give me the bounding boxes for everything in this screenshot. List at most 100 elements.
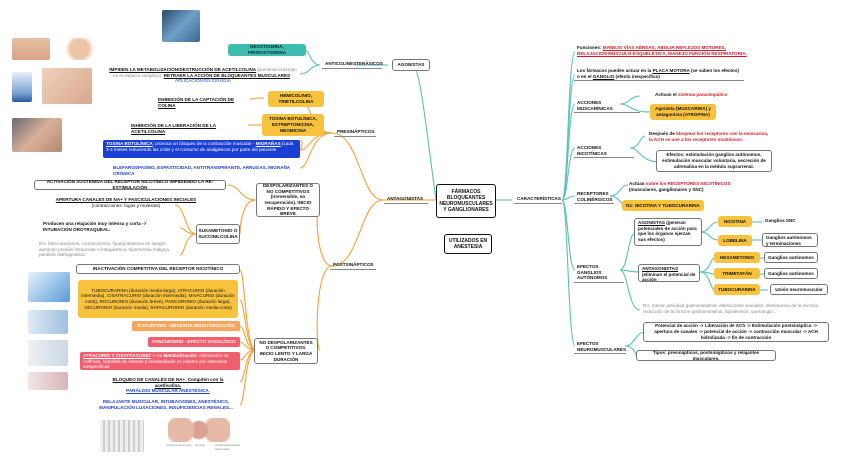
ganglios-snc-node[interactable]: Ganglios SNC xyxy=(765,218,796,223)
deodorant-photo xyxy=(12,72,32,102)
activan-text-a: Activan el xyxy=(655,92,678,97)
placa-node[interactable]: Los fármacos pueden actuar en la PLACA M… xyxy=(574,67,744,82)
figure-caption-2: Normal xyxy=(195,443,205,447)
paralisis-text: PARÁLISIS MUSCULAR ANESTÉSICA. xyxy=(126,388,210,394)
potencial-accion-node[interactable]: Potencial de acción -> Liberación de ACh… xyxy=(643,322,829,342)
antagonistas-ganglio-node[interactable]: ANTAGONISTAS (eliminan el potencial de a… xyxy=(638,264,700,282)
efectos-ganglios-node[interactable]: EFECTOS GANGLIOS AUTÓNOMOS xyxy=(574,263,624,284)
ra-despol-node[interactable]: RA: fasciculaciones, contracciones, hipe… xyxy=(39,241,171,258)
central-subtitle[interactable]: UTILIZADOS EN ANESTESIA xyxy=(444,234,492,254)
efectos-neuromusculares-node[interactable]: EFECTOS NEUROMUSCULARES xyxy=(574,340,626,355)
apertura-text-a: APERTURA CANALES DE NA+ Y FASCICULACIONE… xyxy=(55,197,197,202)
actuan-text-c: (musculares, ganglionares y SNC) xyxy=(629,186,704,192)
vial-photo-3 xyxy=(28,372,68,390)
migraine-photo xyxy=(12,118,62,152)
toxina-node[interactable]: TOXINA BOTULÍNICA, ESTREPTOMICINA, NEOMI… xyxy=(262,114,324,136)
tubocurarina-list-node[interactable]: TUBOCURARINA (duración media-larga), ATR… xyxy=(78,280,238,318)
atracurio-text-c: Metabolización: xyxy=(163,353,198,358)
liberacion-node[interactable]: INHIBICIÓN DE LA LIBERACIÓN DE LA ACETIL… xyxy=(131,123,217,134)
nicotinicas-node[interactable]: ACCIONES NICOTÍNICAS xyxy=(574,144,634,159)
ra-ganglios-node[interactable]: RA: menor actividad gastrointestinal, al… xyxy=(643,303,820,314)
toxina-detail-b: : provoca un bloqueo de la contracción m… xyxy=(152,141,256,146)
producen-node[interactable]: Producen una relajación muy intensa y co… xyxy=(43,221,147,232)
actuan-text-b: sobre los RECEPTORES NICOTÍNICOS xyxy=(645,181,731,186)
antagonistas-ganglio-b: (eliminan el potencial de acción xyxy=(642,271,696,283)
efectos-nicotinicos-node[interactable]: Efectos: estimulación ganglios autónomos… xyxy=(656,150,772,172)
tubocurarina-node[interactable]: TUBOCURARINA xyxy=(714,284,760,295)
central-topic[interactable]: FÁRMACOS BLOQUEANTES NEUROMUSCULARES Y G… xyxy=(436,184,496,218)
ganglios-autonomos-terminaciones-node[interactable]: Ganglios autónomos y terminaciones xyxy=(762,233,818,247)
apertura-node[interactable]: APERTURA CANALES DE NA+ Y FASCICULACIONE… xyxy=(52,196,200,209)
atracurio-text-d: eliminación de Hoffman, hidrólisis de és… xyxy=(83,353,229,370)
ganglios-autonomos-1-node[interactable]: Ganglios autónomos xyxy=(764,252,818,263)
branch-postsinapticos[interactable]: POSTSINÁPTICOS xyxy=(330,261,376,270)
figure-caption-3: Acetilcolinesterasa bloqueada xyxy=(215,443,241,451)
vial-photo-1 xyxy=(28,310,68,334)
hexametonio-node[interactable]: HEXAMETONIO xyxy=(714,252,760,263)
bloqueo-node[interactable]: BLOQUEO DE CANALES DE NA+. Compiten con … xyxy=(96,376,240,395)
branch-anticolinesterasicos[interactable]: ANTICOLINESTERÁSICOS xyxy=(322,60,383,69)
agonista-atropina-node[interactable]: Agonista (MUSCARINA) y antagonista (ATRO… xyxy=(650,104,716,120)
relajante-node[interactable]: RELAJANTE MUSCULAR, INTUBACIONES, ANESTÉ… xyxy=(99,399,233,410)
tipos-node[interactable]: Tipos: presinápticos, postsinápticos y r… xyxy=(636,350,776,361)
impiden-text-a: IMPIDEN LA METABOLIZACIÓN/DESTRUCCIÓN DE… xyxy=(109,67,257,72)
toxina-detail-node[interactable]: TOXINA BOTULÍNICA: provoca un bloqueo de… xyxy=(103,140,300,158)
trimetafan-node[interactable]: TRIMETAFÁN xyxy=(714,268,760,279)
placa-text-d: GANGLIO xyxy=(592,73,615,79)
rocuronio-node[interactable]: ROCURONIO - NECESITA MONITORIZACIÓN xyxy=(132,321,240,331)
hand-photo xyxy=(62,38,94,60)
branch-antagonistas[interactable]: ANTAGONISTAS xyxy=(384,195,428,204)
activan-node[interactable]: Activan el sistema parasimpático xyxy=(652,91,742,99)
funciones-label: Funciones: xyxy=(577,45,603,50)
pancuronio-node[interactable]: PANCURONIO - EFECTO VAGOLÍTICO xyxy=(148,337,240,347)
actuan-text-a: Actúan xyxy=(629,181,646,186)
bloqueo-text: BLOQUEO DE CANALES DE NA+. Compiten con … xyxy=(112,377,224,388)
branch-presinapticos[interactable]: PRESINÁPTICOS xyxy=(334,128,376,137)
apertura-text-b: (contracciones: fugas y molestas) xyxy=(91,202,161,208)
placa-text-a: Los fármacos pueden actuar en la xyxy=(577,68,653,73)
despues-node[interactable]: Después de bloquear los receptores con l… xyxy=(646,130,776,143)
branch-agonistas[interactable]: AGONISTAS xyxy=(392,59,430,71)
receptores-node[interactable]: RECEPTORES COLINÉRGICOS xyxy=(574,190,614,205)
impiden-text-d: - APLICACIÓN EN CIRUGÍA xyxy=(175,72,293,84)
nicotina-node[interactable]: NICOTINA xyxy=(718,216,752,227)
despues-text-a: Después de xyxy=(649,131,677,136)
impiden-node[interactable]: IMPIDEN LA METABOLIZACIÓN/DESTRUCCIÓN DE… xyxy=(105,66,301,85)
impiden-text-c: RETRAER LA ACCIÓN DE BLOQUEANTES MUSCULA… xyxy=(163,72,291,78)
despues-text-b: bloquear los receptores con la muscarina… xyxy=(649,131,769,142)
placa-text-e: (efecto inespecífico) xyxy=(614,73,660,79)
placa-text-b: PLACA MOTORA xyxy=(652,68,690,73)
despolarizantes-node[interactable]: DESPOLARIZANTES O NO COMPETITIVOS (irrev… xyxy=(256,183,320,217)
actuan-node[interactable]: Actúan sobre los RECEPTORES NICOTÍNICOS … xyxy=(626,180,746,193)
antagonistas-ganglio-a: ANTAGONISTAS xyxy=(642,266,679,271)
n1-node[interactable]: N1: NICOTINA Y TUBOCURARINA xyxy=(622,200,704,211)
surgery-photo xyxy=(162,10,200,42)
toxina-detail-d: (cada 3-4 meses reduciendo las crisis y … xyxy=(106,141,294,152)
union-neuromuscular-node[interactable]: Unión neuromuscular xyxy=(770,284,828,295)
funciones-node[interactable]: Funciones: MANEJO VÍAS AÉREAS, ABOLIR RE… xyxy=(574,44,750,57)
ganglios-autonomos-2-node[interactable]: Ganglios autónomos xyxy=(764,268,818,279)
drug-box-photo xyxy=(28,272,70,302)
agonistas-ganglio-a: AGONISTAS xyxy=(638,220,665,225)
activan-text-b: sistema parasimpático xyxy=(677,92,728,97)
inactivacion-node[interactable]: INACTIVACIÓN COMPETITIVA DEL RECEPTOR NI… xyxy=(76,264,240,274)
funciones-text: MANEJO VÍAS AÉREAS, ABOLIR REFLEJOS MOTO… xyxy=(577,45,747,56)
muscarinicas-node[interactable]: ACCIONES MUSCARÍNICAS xyxy=(574,99,640,114)
synapse-diagram-image xyxy=(100,420,144,452)
branch-caracteristicas[interactable]: CARACTERÍSTICAS xyxy=(514,195,562,204)
hemicolinio-node[interactable]: HEMICOLINIO, TRIETILCOLINA xyxy=(268,91,324,107)
forehead-photo xyxy=(42,68,92,104)
toxina-detail-a: TOXINA BOTULÍNICA xyxy=(106,141,153,146)
figure-caption-1: Acetilcolinesterasa xyxy=(166,443,192,447)
blefaro-node[interactable]: BLEFAROSPASMO, ESPASTICIDAD, ANTITRANSPI… xyxy=(113,165,290,176)
captacion-node[interactable]: INHIBICIÓN DE LA CAPTACIÓN DE COLINA xyxy=(158,97,235,108)
no-despolarizantes-node[interactable]: NO DESPOLARIZANTES O COMPETITIVOS. INICI… xyxy=(254,338,318,364)
activacion-node[interactable]: ACTIVACIÓN SOSTENIDA DEL RECEPTOR NICOTÍ… xyxy=(34,179,226,190)
placa-text-c: (se saben los efectos) o en el xyxy=(577,68,739,79)
agonistas-ganglio-node[interactable]: AGONISTAS (generan potenciales de acción… xyxy=(634,218,702,246)
lobelina-node[interactable]: LOBELINA xyxy=(718,235,752,246)
suxametonio-node[interactable]: SUXAMETONIO O SUCCINILCOLINA xyxy=(196,224,240,244)
agonistas-ganglio-b: (generan potenciales de acción para que … xyxy=(638,220,697,243)
neostigmina-node[interactable]: NEOSTIGMINA, PIRIDOSTIGMINA xyxy=(228,44,306,56)
atracurio-node[interactable]: ATRACURIO Y CISATRACURIO -> su Metaboliz… xyxy=(80,352,240,370)
